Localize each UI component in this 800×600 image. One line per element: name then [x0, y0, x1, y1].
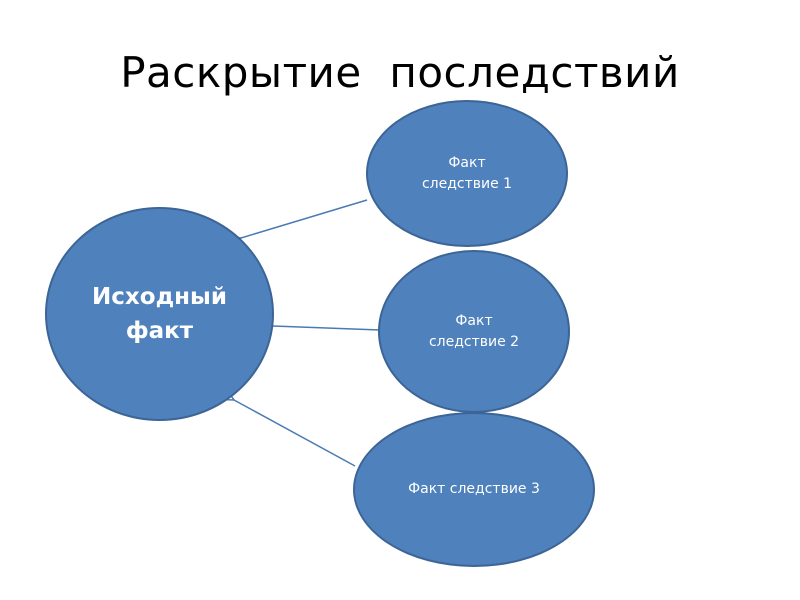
- source-fact-label-line-1: Исходный: [92, 283, 227, 310]
- source-fact-node[interactable]: Исходный факт: [45, 207, 274, 421]
- arrow-consequence-1-to-source: [241, 199, 368, 238]
- source-fact-label-line-2: факт: [125, 318, 194, 344]
- arrow-consequence-3-to-source: [234, 400, 356, 467]
- consequence-3-label-line-1: Факт следствие 3: [408, 481, 540, 498]
- consequence-2-label-line-2: следствие 2: [428, 333, 520, 350]
- consequence-1-node[interactable]: Факт следствие 1: [366, 100, 568, 247]
- consequence-2-label-line-1: Факт: [455, 313, 493, 330]
- consequence-1-label-line-2: следствие 1: [421, 175, 513, 192]
- consequence-3-node[interactable]: Факт следствие 3: [353, 412, 595, 567]
- consequence-2-node[interactable]: Факт следствие 2: [378, 250, 570, 413]
- arrow-consequence-2-to-source: [273, 326, 381, 330]
- slide-title: Раскрытие последствий: [120, 48, 680, 97]
- consequence-1-label-line-1: Факт: [448, 155, 486, 172]
